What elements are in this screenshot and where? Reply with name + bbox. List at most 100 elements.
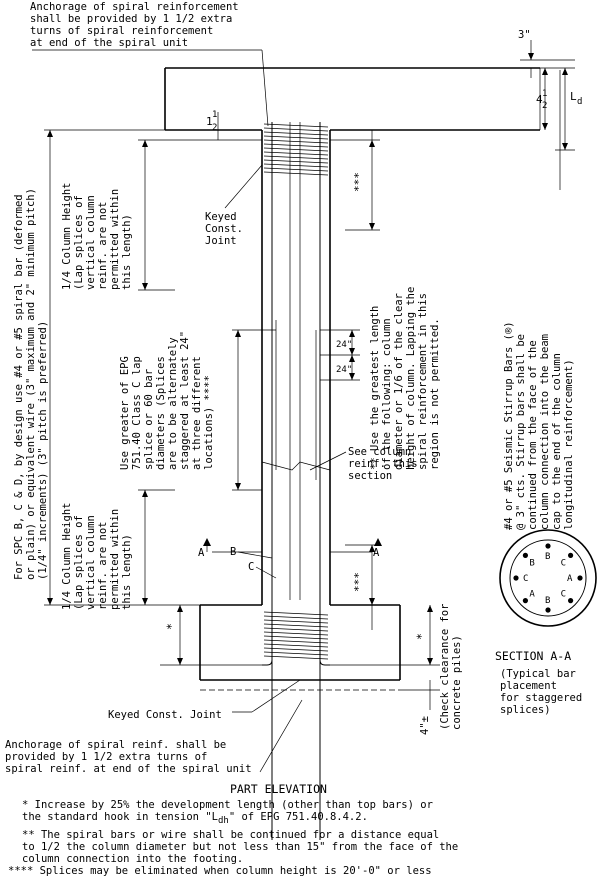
section-bar-label: C	[561, 590, 566, 600]
lower-quarter-note: 1/4 Column Height (Lap splices of vertic…	[61, 503, 133, 610]
seismic-line-6: longitudinal reinforcement)	[563, 359, 575, 530]
spiral-turn	[263, 647, 329, 652]
dstar-line-4: height of column. Lapping the	[405, 287, 417, 470]
anchorage-top-line-2: shall be provided by 1 1/2 extra	[30, 13, 232, 25]
anchorage-bottom-line-1: Anchorage of spiral reinf. shall be	[5, 739, 226, 751]
epg-line-7: at three different	[191, 356, 203, 470]
dstar-line-2: of the following: column	[381, 318, 393, 470]
dim-one-half: 1 1 2	[206, 110, 219, 140]
seismic-note: #4 or #5 Seismic Stirrup Bars (®) @ 3" c…	[503, 321, 575, 530]
seismic-line-3: continued from the face of the	[527, 340, 539, 530]
dim-ld-label: L	[570, 90, 577, 103]
spiral-turn	[263, 159, 329, 164]
upper-quarter-dim	[138, 139, 262, 291]
keyed-bottom-text: Keyed Const. Joint	[108, 709, 222, 721]
dim-4-footing: 4"±	[419, 716, 431, 735]
part-elevation-title: PART ELEVATION	[230, 782, 327, 796]
section-title: SECTION A-A	[495, 649, 571, 663]
anchorage-bottom-line-3: spiral reinf. at end of the spiral unit	[5, 763, 252, 775]
spiral-turn	[263, 627, 329, 632]
spiral-turn	[263, 139, 329, 144]
section-bar-label: B	[545, 596, 550, 606]
spiral-turn	[263, 131, 329, 136]
top-dimensions: 3" 4 1 2 L d	[518, 29, 582, 151]
epg-dim	[232, 329, 276, 491]
lower-quarter-line-6: this length)	[121, 534, 133, 610]
double-star-note: ** Use the greatest length of the follow…	[369, 287, 441, 470]
see-col-line-2: reinf. this	[348, 458, 418, 470]
keyed-top-line-1: Keyed	[205, 211, 237, 223]
dstar-line-1: ** Use the greatest length	[369, 306, 381, 470]
beam-cap	[164, 67, 541, 131]
dims-24: 24" 24"	[320, 329, 360, 381]
cut-b: B	[230, 546, 236, 558]
section-bar	[577, 575, 583, 581]
upper-quarter-line-1: 1/4 Column Height	[61, 183, 73, 290]
upper-quarter-line-4: reinf. are not	[97, 201, 109, 290]
clearance-line-1: (Check clearance for	[439, 604, 451, 730]
spiral-top	[263, 123, 329, 176]
footnote-3-line-1: **** Splices may be eliminated when colu…	[8, 865, 432, 877]
anchorage-top-leader	[261, 49, 269, 127]
cut-c: C	[248, 561, 254, 573]
lower-quarter-line-5: permitted within	[109, 509, 121, 610]
upper-quarter-line-2: (Lap splices of	[73, 195, 85, 290]
section-bar-label: C	[523, 574, 528, 584]
epg-line-4: diameters (Splices	[155, 356, 167, 470]
anchorage-bottom-line-2: provided by 1 1/2 extra turns of	[5, 751, 207, 763]
see-col-line-3: section	[348, 470, 392, 482]
clearance-line-2: concrete piles)	[451, 635, 463, 730]
dim-4half-whole: 4	[536, 93, 543, 106]
section-bar	[522, 552, 529, 559]
single-star-dim: *	[160, 605, 262, 666]
section-bar-label: A	[529, 590, 535, 600]
spiral-turn	[263, 639, 329, 644]
anchorage-bottom-note: Anchorage of spiral reinf. shall be prov…	[5, 699, 303, 775]
epg-line-2: 751.40 Class C lap	[131, 356, 143, 470]
spiral-turn	[263, 619, 329, 624]
lower-quarter-dim	[138, 489, 175, 605]
spiral-turn	[263, 143, 329, 148]
spiral-bottom	[263, 611, 329, 660]
epg-line-1: Use greater of EPG	[119, 356, 131, 470]
epg-splice-note: Use greater of EPG 751.40 Class C lap sp…	[119, 331, 215, 470]
triple-star-bottom: ***	[352, 572, 365, 592]
seismic-line-1: #4 or #5 Seismic Stirrup Bars (®)	[503, 321, 515, 530]
cut-a-right: A	[373, 547, 380, 559]
epg-line-3: splice or 60 bar	[143, 369, 155, 470]
keyed-joint-bottom: Keyed Const. Joint	[108, 679, 301, 721]
spiral-turn	[263, 135, 329, 140]
see-column-note: See column reinf. this section	[261, 446, 418, 482]
spiral-turn	[263, 127, 329, 132]
spiral-turn	[263, 171, 329, 176]
lower-quarter-line-3: vertical column	[85, 515, 97, 610]
triple-star-top: ***	[352, 172, 365, 192]
section-bar	[522, 598, 529, 604]
spiral-turn	[263, 167, 329, 172]
dstar-line-3: diameter or 1/6 of the clear	[393, 293, 405, 470]
overall-height-dim	[44, 129, 200, 606]
lower-quarter-line-4: reinf. are not	[97, 521, 109, 610]
left-note-line-2: or plain) or equivalent wire (3" maximum…	[25, 188, 37, 580]
see-col-line-1: See column	[348, 446, 411, 458]
single-star-label: *	[164, 623, 178, 630]
footnote-1-line-2: the standard hook in tension "Ldh" of EP…	[22, 811, 368, 826]
section-cut-marks: A A B C	[198, 538, 382, 579]
dim-24-b: 24"	[336, 365, 352, 375]
left-note-line-3: (1/4" increments) (3" pitch is preferred…	[37, 321, 49, 580]
section-bar-label: C	[561, 558, 566, 568]
section-bar	[545, 607, 551, 613]
anchorage-top-line-1: Anchorage of spiral reinforcement	[30, 1, 239, 13]
spiral-turn	[263, 163, 329, 168]
section-spiral-circle	[509, 539, 587, 617]
upper-quarter-line-5: permitted within	[109, 189, 121, 290]
footing	[199, 604, 401, 691]
upper-quarter-line-6: this length)	[121, 214, 133, 290]
anchorage-top-line-3: turns of spiral reinforcement	[30, 25, 213, 37]
dim-4half-den: 2	[542, 101, 547, 111]
section-bar	[568, 552, 574, 559]
section-bar-label: B	[529, 558, 534, 568]
spiral-turn	[263, 611, 329, 616]
single-star-right: *	[414, 633, 428, 640]
